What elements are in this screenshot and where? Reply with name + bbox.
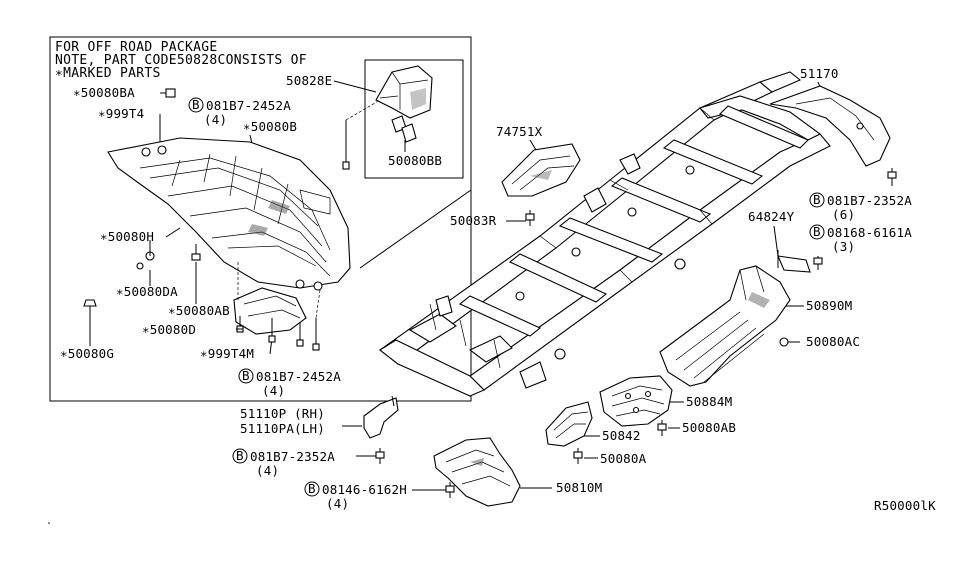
label-08168-6161A: 08168-6161A: [827, 225, 912, 240]
label-50828E: 50828E: [286, 73, 332, 88]
bolt-symbol-right: [809, 192, 825, 208]
corner-dot: [48, 522, 50, 524]
label-50884M: 50884M: [686, 394, 732, 409]
part-50884M: [599, 375, 673, 427]
bolt-50080A: [573, 448, 583, 464]
label-50890M: 50890M: [806, 298, 852, 313]
part-51170: [769, 85, 891, 167]
label-08146-6162H: 08146-6162H: [322, 482, 407, 497]
bolt-symbol-low-letter: B: [236, 448, 244, 463]
label-50080BA: ∗50080BA: [73, 85, 135, 100]
bolt-symbol-08168-letter: B: [813, 224, 821, 239]
label-081B7-2452A-inset: 081B7-2452A: [256, 369, 341, 384]
label-50080G: ∗50080G: [60, 346, 114, 361]
bracket-50828E: [375, 65, 433, 119]
clip-50080BB: [391, 115, 417, 143]
bracket-subbox: [364, 59, 464, 179]
off-road-inset-box: [49, 36, 472, 402]
part-50810M: [433, 437, 521, 507]
bolt-081B7-low: [375, 448, 385, 464]
bolt-50080AC: [779, 337, 800, 347]
bolt-symbol-08146-letter: B: [308, 481, 316, 496]
label-51170: 51170: [800, 66, 839, 81]
skid-plate-inset: [107, 137, 351, 291]
bolt-08146: [445, 482, 455, 498]
label-081B7-2452A-top-qty: (4): [204, 112, 227, 127]
label-50080AC: 50080AC: [806, 334, 860, 349]
label-50080A: 50080A: [600, 451, 647, 466]
label-50080AB-inset: ∗50080AB: [168, 303, 230, 318]
label-50080H: ∗50080H: [100, 229, 154, 244]
bolt-50080AB-inset: [191, 244, 201, 261]
label-50080AB-right: 50080AB: [682, 420, 736, 435]
label-74751X: 74751X: [496, 124, 543, 139]
bolt-symbol-low: [232, 448, 248, 464]
note-line-2: NOTE, PART CODE50828CONSISTS OF: [55, 53, 307, 68]
part-74751X: [501, 143, 581, 197]
bolt-symbol-top: [188, 97, 204, 113]
bolt-symbol-08146: [304, 481, 320, 497]
label-50842: 50842: [602, 428, 641, 443]
label-50080B: ∗50080B: [243, 119, 297, 134]
label-081B7-2452A-inset-qty: (4): [262, 383, 285, 398]
label-081B7-2352A-right: 081B7-2352A: [827, 193, 912, 208]
bolt-symbol-inset-letter: B: [242, 368, 250, 383]
label-999T4-top: ∗999T4: [98, 106, 144, 121]
bolt-50080AB-right: [657, 420, 667, 436]
bolt-50083R: [525, 210, 535, 226]
bolt-symbol-08168: [809, 224, 825, 240]
label-081B7-2352A-low: 081B7-2352A: [250, 449, 335, 464]
note-line-3: ∗MARKED PARTS: [55, 66, 161, 81]
label-50080DA: ∗50080DA: [116, 284, 178, 299]
label-081B7-2452A-top: 081B7-2452A: [206, 98, 291, 113]
bolt-08168: [813, 256, 823, 270]
label-081B7-2352A-right-qty: (6): [832, 207, 855, 222]
label-50080BB: 50080BB: [388, 153, 442, 168]
bolt-50828E: [342, 120, 350, 170]
chassis-frame: [379, 71, 831, 397]
part-50842: [545, 401, 593, 447]
part-50080BA: [165, 88, 176, 98]
label-50810M: 50810M: [556, 480, 602, 495]
bolt-51170: [887, 168, 897, 186]
note-line-1: FOR OFF ROAD PACKAGE: [55, 40, 218, 55]
label-081B7-2352A-low-qty: (4): [256, 463, 279, 478]
bolt-50080G: [83, 299, 97, 322]
nut-50080H: [136, 251, 155, 270]
part-64824Y: [777, 250, 811, 273]
bolt-symbol-inset: [238, 368, 254, 384]
label-64824Y: 64824Y: [748, 209, 795, 224]
small-plate-inset: [233, 287, 307, 335]
label-50080D: ∗50080D: [142, 322, 196, 337]
label-51110PA: 51110PA(LH): [240, 421, 325, 436]
label-08146-6162H-qty: (4): [326, 496, 349, 511]
label-08168-6161A-qty: (3): [832, 239, 855, 254]
label-50083R: 50083R: [450, 213, 497, 228]
reference-code: R50000lK: [874, 498, 936, 513]
bolt-symbol-top-letter: B: [192, 97, 200, 112]
label-999T4M: ∗999T4M: [200, 346, 254, 361]
bolt-symbol-right-letter: B: [813, 192, 821, 207]
label-51110P: 51110P (RH): [240, 406, 325, 421]
bolts-lower-inset: [268, 318, 320, 351]
tow-hook-51110P: [363, 395, 399, 439]
part-50890M: [659, 265, 791, 387]
